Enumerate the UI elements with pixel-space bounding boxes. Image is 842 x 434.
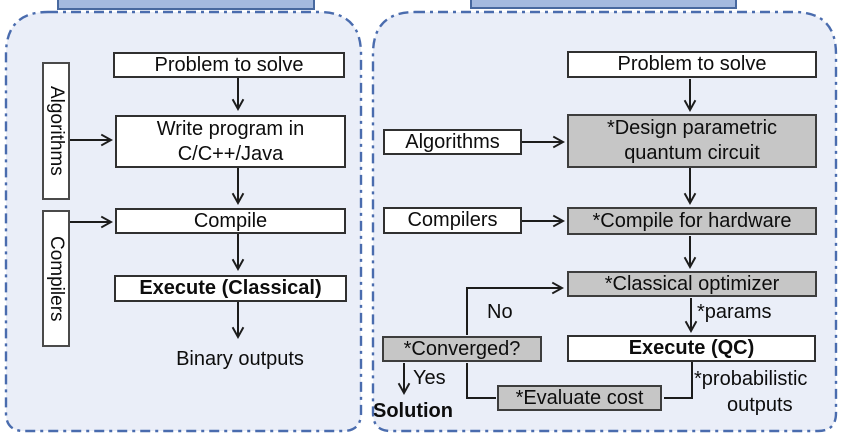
algorithms-node: Algorithms bbox=[383, 129, 522, 155]
quantum-flow-arrows bbox=[397, 79, 698, 399]
compilers-node: Compilers bbox=[383, 207, 522, 234]
probabilistic-edge-label-line1: *probabilistic bbox=[694, 368, 808, 390]
write-program-node: Write program in C/C++/Java bbox=[115, 115, 346, 168]
compilers-side-label-box: Compilers bbox=[42, 210, 70, 347]
right-flow-title-banner bbox=[470, 0, 737, 9]
solution-label: Solution bbox=[373, 400, 453, 422]
classical-flow-arrows bbox=[70, 78, 245, 340]
problem-to-solve-node: Problem to solve bbox=[113, 52, 345, 78]
classical-optimizer-node: *Classical optimizer bbox=[567, 271, 817, 297]
converged-node: *Converged? bbox=[382, 336, 542, 362]
design-parametric-circuit-node: *Design parametric quantum circuit bbox=[567, 114, 817, 168]
algorithms-side-label-box: Algorithms bbox=[42, 62, 70, 200]
params-edge-label: *params bbox=[697, 301, 772, 323]
execute-qc-node: Execute (QC) bbox=[567, 335, 816, 362]
evaluate-cost-label: *Evaluate cost bbox=[515, 386, 644, 409]
qc-problem-to-solve-node: Problem to solve bbox=[567, 51, 817, 78]
write-program-line1: Write program in bbox=[156, 117, 305, 140]
evaluate-cost-node: *Evaluate cost bbox=[497, 385, 662, 411]
design-circuit-line1: *Design parametric bbox=[606, 117, 778, 139]
compile-node: Compile bbox=[115, 208, 346, 234]
compile-for-hardware-label: *Compile for hardware bbox=[592, 209, 792, 232]
yes-edge-label: Yes bbox=[413, 367, 446, 389]
binary-outputs-label: Binary outputs bbox=[176, 348, 304, 370]
left-flow-title-banner bbox=[57, 0, 315, 10]
converged-label: *Converged? bbox=[403, 337, 521, 360]
write-program-line2: C/C++/Java bbox=[177, 142, 284, 165]
algorithms-side-label: Algorithms bbox=[46, 86, 67, 176]
qc-problem-to-solve-label: Problem to solve bbox=[617, 53, 767, 75]
design-circuit-line2: quantum circuit bbox=[624, 142, 760, 164]
compile-label: Compile bbox=[193, 209, 268, 232]
execute-qc-label: Execute (QC) bbox=[628, 337, 755, 359]
problem-to-solve-label: Problem to solve bbox=[154, 53, 304, 76]
probabilistic-edge-label-line2: outputs bbox=[727, 394, 793, 416]
compilers-side-label: Compilers bbox=[46, 235, 67, 322]
execute-classical-label: Execute (Classical) bbox=[139, 277, 322, 299]
compile-for-hardware-node: *Compile for hardware bbox=[567, 207, 817, 235]
algorithms-label: Algorithms bbox=[405, 130, 500, 153]
execute-classical-node: Execute (Classical) bbox=[114, 275, 347, 302]
compilers-label: Compilers bbox=[407, 209, 498, 231]
classical-optimizer-label: *Classical optimizer bbox=[604, 272, 780, 295]
no-edge-label: No bbox=[487, 301, 513, 323]
